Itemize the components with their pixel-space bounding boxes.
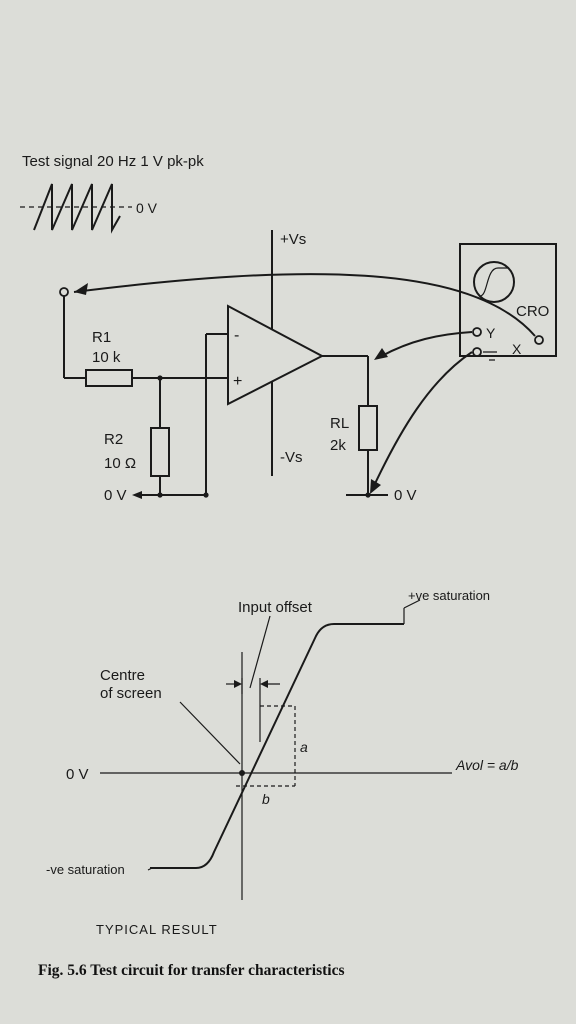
ground-lead	[371, 351, 473, 491]
minus-vs-label: -Vs	[280, 449, 303, 466]
centre-dot	[239, 770, 245, 776]
cro-y-terminal	[472, 327, 482, 337]
cro-screen	[473, 261, 515, 303]
input-offset-label: Input offset	[238, 599, 313, 616]
cro-box	[459, 243, 557, 357]
neg-sat-label: -ve saturation	[46, 862, 125, 877]
y-lead	[377, 331, 473, 359]
signal-zero-label: 0 V	[136, 200, 158, 216]
label-b: b	[262, 791, 270, 807]
op-amp	[227, 304, 325, 406]
label-a: a	[300, 739, 308, 755]
r1-value: 10 k	[92, 349, 121, 366]
x-lead	[73, 273, 536, 337]
ground-left-label: 0 V	[104, 487, 127, 504]
centre-pointer	[179, 701, 241, 765]
rl-name: RL	[330, 415, 349, 432]
ground-symbol-icon	[483, 351, 497, 361]
gain-formula: Avol = a/b	[455, 757, 519, 773]
plus-vs-label: +Vs	[280, 231, 306, 248]
resistor-r2	[150, 427, 170, 477]
figure-caption: Fig. 5.6 Test circuit for transfer chara…	[38, 962, 344, 979]
resistor-r1	[85, 369, 133, 387]
r2-value: 10 Ω	[104, 455, 136, 472]
cro-trace-icon	[479, 267, 508, 297]
pos-sat-label: +ve saturation	[408, 588, 490, 603]
input-terminal	[59, 287, 69, 297]
zero-v-axis-label: 0 V	[66, 766, 89, 783]
input-offset-pointer	[249, 615, 271, 689]
cro-y-label: Y	[486, 325, 496, 341]
cro-x-terminal	[534, 335, 544, 345]
resistor-rl	[358, 405, 378, 451]
cro-ground-terminal	[472, 347, 482, 357]
r2-name: R2	[104, 431, 123, 448]
ground-right-label: 0 V	[394, 487, 417, 504]
rl-value: 2k	[330, 437, 346, 454]
centre-label-1: Centre	[100, 667, 145, 684]
op-amp-minus: -	[234, 327, 239, 344]
op-amp-plus: +	[233, 373, 242, 390]
r1-name: R1	[92, 329, 111, 346]
cro-label: CRO	[516, 303, 549, 320]
transfer-curve	[150, 623, 404, 869]
test-signal-label: Test signal 20 Hz 1 V pk-pk	[22, 153, 204, 170]
centre-label-2: of screen	[100, 685, 162, 702]
typical-result-label: TYPICAL RESULT	[96, 922, 218, 937]
cro-x-label: X	[512, 341, 522, 357]
